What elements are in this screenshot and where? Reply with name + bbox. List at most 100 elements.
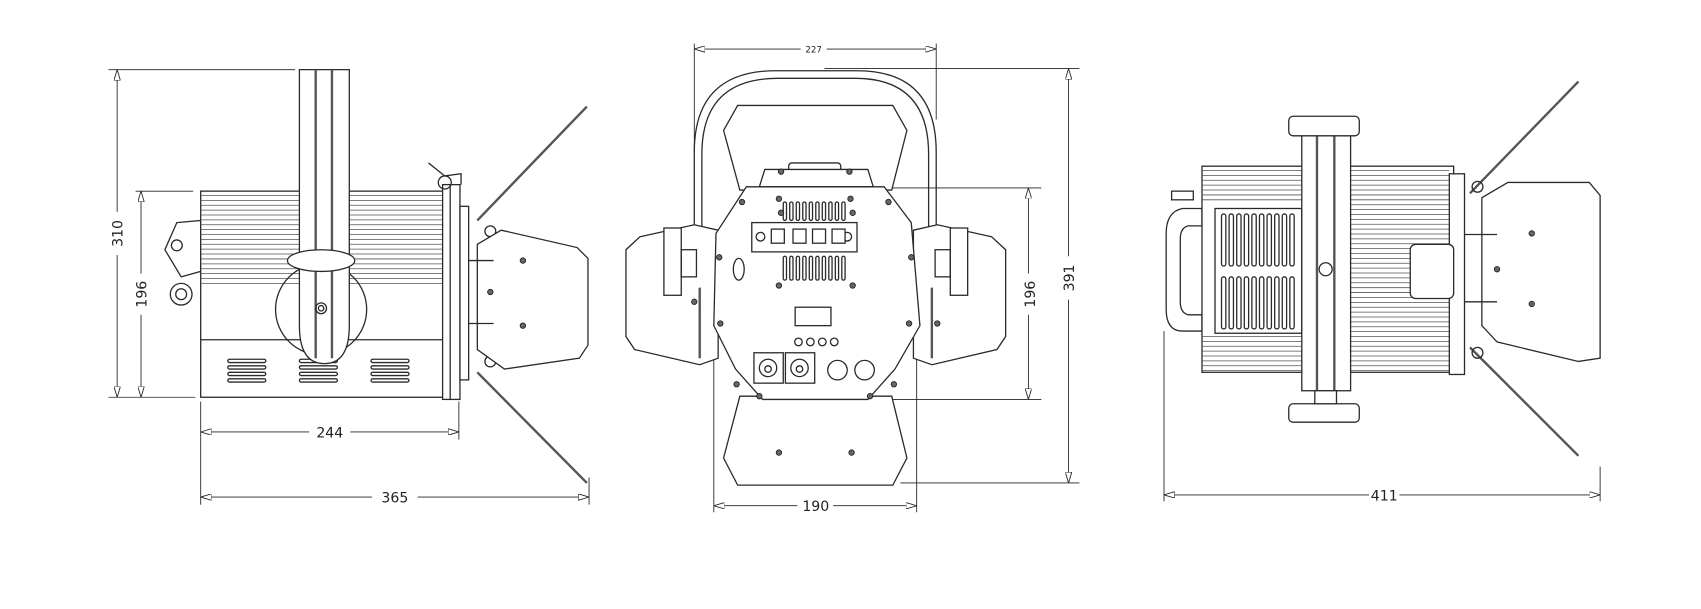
vent-slot: [1258, 276, 1265, 330]
dim-front-width-yoke: 227: [805, 45, 822, 55]
vent-slot: [1289, 276, 1295, 330]
screw-icon: [717, 320, 724, 327]
powercon-in: [753, 352, 784, 384]
fin-slot: [834, 201, 840, 222]
vent-slot: [227, 358, 267, 364]
screw-icon: [777, 209, 785, 216]
vent-slot: [1228, 276, 1235, 330]
fin-slot: [802, 255, 807, 281]
control-button-2: [792, 228, 807, 244]
barndoor-top-blade: [476, 105, 588, 222]
yoke-knob-bottom: [1288, 403, 1360, 423]
rear-handle: [1165, 207, 1203, 332]
barndoor-bottom-blade: [476, 371, 588, 484]
vent-slot: [298, 371, 339, 377]
fin-slot: [789, 255, 794, 281]
yoke-knob-top: [1288, 115, 1360, 137]
screw-icon: [775, 282, 783, 289]
vent-slot: [1236, 276, 1242, 330]
yoke-knob: [315, 302, 328, 315]
yoke-knob-right: [949, 227, 969, 296]
vent-slot: [370, 371, 410, 377]
rear-bracket: [164, 219, 202, 278]
vent-slot: [1243, 276, 1250, 330]
front-dimensions: 227 196 391 190: [693, 43, 1080, 515]
fin-slot: [828, 201, 833, 222]
screw-icon: [847, 195, 854, 202]
fin-slot: [808, 255, 814, 281]
vent-slot: [227, 365, 267, 370]
vent-slot: [370, 358, 410, 364]
top-dimensions: 411: [1163, 331, 1601, 504]
vent-slot: [1251, 276, 1257, 330]
barndoor-side: [476, 229, 589, 370]
vent-slot: [1228, 213, 1235, 267]
powercon-out: [784, 352, 816, 384]
side-view: 310 196 244 365: [108, 68, 590, 506]
screw-icon: [848, 449, 855, 456]
fin-slot: [828, 255, 833, 281]
fin-slot: [821, 201, 827, 222]
vent-slot: [1281, 276, 1288, 330]
barndoor-top-blade: [1469, 80, 1580, 195]
screw-icon: [846, 168, 853, 175]
screw-icon: [756, 393, 763, 400]
vent-slot: [370, 365, 410, 370]
barndoor-side: [1481, 181, 1601, 363]
dim-side-length-body: 244: [316, 425, 343, 441]
vent-slot: [1236, 213, 1242, 267]
screw-icon: [905, 320, 913, 327]
screw-icon: [733, 381, 740, 388]
indicator-led: [817, 337, 827, 347]
screw-icon: [738, 198, 746, 206]
vent-slot: [1243, 213, 1250, 267]
rear-panel: [713, 186, 921, 401]
vent-slot: [1258, 213, 1265, 267]
dim-side-height-body: 196: [134, 281, 150, 308]
front-view: 227 196 391 190: [625, 43, 1080, 515]
fin-slot: [841, 255, 846, 281]
fin-slot: [795, 201, 801, 222]
vent-slot: [1274, 276, 1280, 330]
screw-icon: [775, 195, 783, 202]
fin-slot: [808, 201, 814, 222]
screw-icon: [716, 254, 723, 261]
indicator-led: [805, 337, 815, 347]
screw-icon: [908, 254, 915, 261]
dim-side-height-overall: 310: [111, 220, 127, 247]
screws: [691, 168, 941, 456]
vent-slot: [1274, 213, 1280, 267]
screw-icon: [775, 449, 783, 456]
yoke-arm: [298, 68, 350, 365]
vent-slot: [370, 378, 410, 383]
dim-front-height-body: 196: [1023, 281, 1039, 308]
dim-front-height-overall: 391: [1062, 264, 1078, 291]
dim-front-width-body: 190: [802, 499, 829, 515]
screw-icon: [890, 381, 898, 388]
vent-slots: [227, 358, 410, 383]
yoke-knob-left: [663, 227, 682, 296]
barndoor-bottom-blade: [1469, 346, 1580, 457]
screw-icon: [885, 198, 892, 206]
control-button-3: [811, 228, 827, 244]
rear-heatsink-fins: [782, 201, 846, 281]
screw-icon: [849, 209, 856, 216]
vent-slot: [1266, 276, 1273, 330]
vent-slot: [1220, 276, 1227, 330]
front-flange: [441, 183, 461, 401]
fin-slot: [815, 255, 820, 281]
control-button-1: [770, 228, 785, 244]
screw-icon: [934, 320, 941, 327]
vent-slot: [1266, 213, 1273, 267]
xlr-out: [854, 359, 876, 381]
vent-slots: [1220, 213, 1295, 330]
vent-slot: [1220, 213, 1227, 267]
lcd-display: [794, 306, 832, 327]
yoke-handle: [693, 70, 937, 326]
screw-icon: [691, 298, 698, 305]
indicator-led: [793, 337, 803, 347]
fin-slot: [795, 255, 801, 281]
top-view: 411: [1163, 80, 1601, 504]
control-button-4: [831, 228, 846, 244]
